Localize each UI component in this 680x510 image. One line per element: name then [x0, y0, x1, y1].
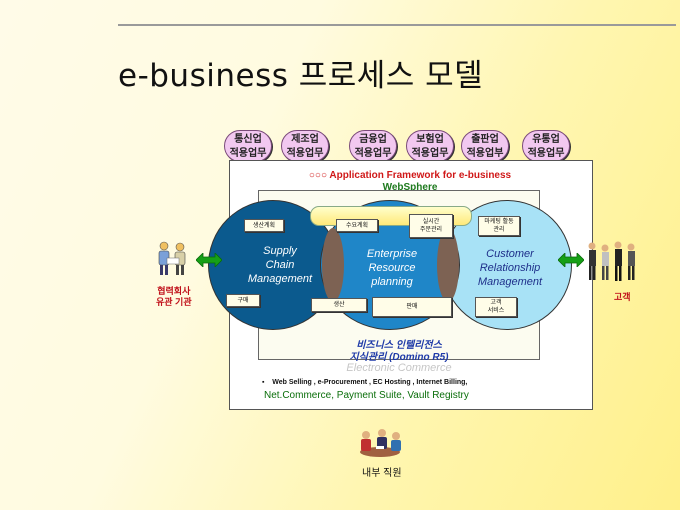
box-production-plan: 생산계획 — [244, 219, 284, 232]
framework-title: ○○○ Application Framework for e-business — [308, 170, 512, 181]
industry-sub: 적용업무 — [286, 148, 324, 159]
box-sales: 판매 — [372, 297, 452, 317]
box-purchase: 구매 — [226, 294, 260, 307]
erp-line: Resource — [368, 262, 416, 274]
industry-sub: 적용업무 — [527, 148, 565, 159]
box-production: 생산 — [311, 298, 367, 312]
industry-name: 금융업 — [359, 134, 387, 145]
green-double-arrow-icon — [196, 253, 222, 267]
partner-people-icon — [158, 241, 186, 275]
industry-sub: 적용업무 — [229, 148, 267, 159]
erp-line: Enterprise — [366, 248, 418, 260]
box-line: 주문관리 — [419, 227, 443, 233]
ec-services: ▪ Web Selling , e-Procurement , EC Hosti… — [262, 379, 467, 386]
customer-label: 고객 — [614, 292, 631, 302]
bi-knowledge: 지식관리 (Domino R5) — [349, 352, 449, 363]
crm-line: Management — [477, 276, 543, 288]
top-rule — [118, 24, 676, 26]
crm-line: Customer — [486, 248, 534, 260]
box-line: 관리 — [493, 227, 505, 233]
customer-people-icon — [588, 241, 635, 281]
box-line: 고객 — [490, 300, 502, 306]
box-line: 실시간 — [422, 219, 440, 225]
crm-line: Relationship — [479, 262, 541, 274]
scm-line: Management — [247, 273, 313, 285]
industry-name: 통신업 — [234, 134, 262, 145]
scm-erp-overlap — [322, 228, 344, 302]
partner-label-line: 유관 기관 — [156, 297, 192, 307]
box-demand-plan: 수요계획 — [336, 219, 378, 232]
industry-sub: 적용업무 — [411, 148, 449, 159]
box-line: 서비스 — [487, 308, 505, 314]
scm-line: Supply — [263, 245, 297, 257]
green-double-arrow-icon — [558, 253, 584, 267]
box-line: 마케팅 활동 — [484, 219, 514, 225]
industry-sub: 적용업무 — [354, 148, 392, 159]
industry-name: 출판업 — [471, 134, 499, 145]
ec-products: Net.Commerce, Payment Suite, Vault Regis… — [264, 390, 469, 401]
industry-sub: 적용업부 — [466, 148, 504, 159]
industry-name: 유통업 — [532, 134, 560, 145]
framework-websphere: WebSphere — [382, 182, 438, 193]
bi-title: 비즈니스 인텔리전스 — [356, 340, 442, 351]
bullet-icon: ▪ — [262, 379, 273, 386]
erp-crm-overlap — [437, 228, 459, 302]
scm-line: Chain — [265, 259, 295, 271]
partner-label-line: 협력회사 — [157, 286, 191, 296]
internal-staff-label: 내부 직원 — [362, 468, 402, 479]
page-title: e-business 프로세스 모델 — [118, 58, 484, 94]
internal-staff-icon — [360, 429, 401, 457]
industry-name: 제조업 — [291, 134, 319, 145]
industry-name: 보험업 — [416, 134, 444, 145]
erp-line: planning — [371, 276, 413, 288]
ec-label: Electronic Commerce — [346, 362, 452, 374]
ec-services-text: Web Selling , e-Procurement , EC Hosting… — [272, 379, 468, 386]
